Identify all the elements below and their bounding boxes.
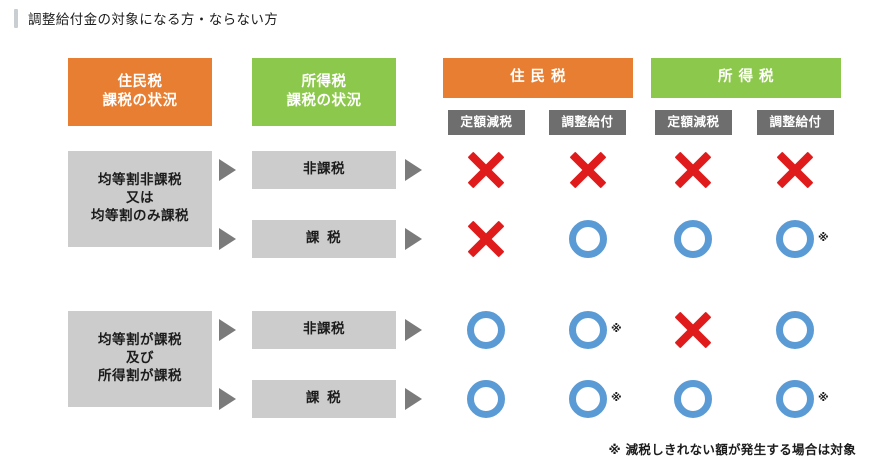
mark-g1-r2-c4 <box>772 216 818 262</box>
circle-icon <box>569 311 607 349</box>
mark-g1-r1-c4 <box>772 147 818 193</box>
arrow-g2-r1-right <box>405 319 422 341</box>
circle-icon <box>776 380 814 418</box>
arrow-g2-r1-left <box>219 319 236 341</box>
arrow-g1-r2-left <box>219 228 236 250</box>
mark-g2-r1-c2 <box>565 307 611 353</box>
condition-g2-r2: 課 税 <box>252 380 396 418</box>
page-title: 調整給付金の対象になる方・ならない方 <box>14 8 278 28</box>
title-accent-bar <box>14 8 18 28</box>
header-group-resident-tax: 住 民 税 <box>443 58 633 98</box>
circle-icon <box>674 220 712 258</box>
condition-g2-r1: 非課税 <box>252 311 396 349</box>
mark-g2-r2-c4 <box>772 376 818 422</box>
group-label-1: 均等割非課税 又は 均等割のみ課税 <box>68 151 212 247</box>
mark-g2-r2-c2 <box>565 376 611 422</box>
mark-g2-r2-c3 <box>670 376 716 422</box>
circle-icon <box>467 311 505 349</box>
arrow-g1-r2-right <box>405 228 422 250</box>
mark-g2-r1-c4 <box>772 307 818 353</box>
mark-g2-r1-c3 <box>670 307 716 353</box>
circle-icon <box>776 220 814 258</box>
circle-icon <box>569 380 607 418</box>
cross-icon <box>467 151 505 189</box>
cross-icon <box>467 220 505 258</box>
mark-g2-r1-c1 <box>463 307 509 353</box>
arrow-g2-r2-left <box>219 388 236 410</box>
circle-icon <box>467 380 505 418</box>
cross-icon <box>674 151 712 189</box>
subheader-resident-teigaku-genzei: 定額減税 <box>448 110 525 135</box>
title-text: 調整給付金の対象になる方・ならない方 <box>28 12 279 28</box>
header-group-income-tax: 所 得 税 <box>651 58 841 98</box>
mark-g1-r2-c3 <box>670 216 716 262</box>
mark-g2-r2-c1 <box>463 376 509 422</box>
cross-icon <box>776 151 814 189</box>
footnote: ※ 減税しきれない額が発生する場合は対象 <box>608 442 856 457</box>
note-mark-g2-r2-c4: ※ <box>818 391 829 404</box>
subheader-resident-chosei-kyufu: 調整給付 <box>549 110 626 135</box>
circle-icon <box>674 380 712 418</box>
mark-g1-r1-c3 <box>670 147 716 193</box>
subheader-income-chosei-kyufu: 調整給付 <box>757 110 834 135</box>
mark-g1-r2-c2 <box>565 216 611 262</box>
circle-icon <box>569 220 607 258</box>
arrow-g2-r2-right <box>405 388 422 410</box>
subheader-income-teigaku-genzei: 定額減税 <box>655 110 732 135</box>
mark-g1-r1-c1 <box>463 147 509 193</box>
note-mark-g2-r2-c2: ※ <box>611 391 622 404</box>
arrow-g1-r1-right <box>405 159 422 181</box>
mark-g1-r1-c2 <box>565 147 611 193</box>
header-col-resident-tax-status: 住民税 課税の状況 <box>68 58 212 126</box>
cross-icon <box>569 151 607 189</box>
header-col-income-tax-status: 所得税 課税の状況 <box>252 58 396 126</box>
note-mark-g2-r1-c2: ※ <box>611 322 622 335</box>
note-mark-g1-r2-c4: ※ <box>818 231 829 244</box>
group-label-2: 均等割が課税 及び 所得割が課税 <box>68 311 212 407</box>
condition-g1-r2: 課 税 <box>252 220 396 258</box>
arrow-g1-r1-left <box>219 159 236 181</box>
circle-icon <box>776 311 814 349</box>
cross-icon <box>674 311 712 349</box>
mark-g1-r2-c1 <box>463 216 509 262</box>
condition-g1-r1: 非課税 <box>252 151 396 189</box>
